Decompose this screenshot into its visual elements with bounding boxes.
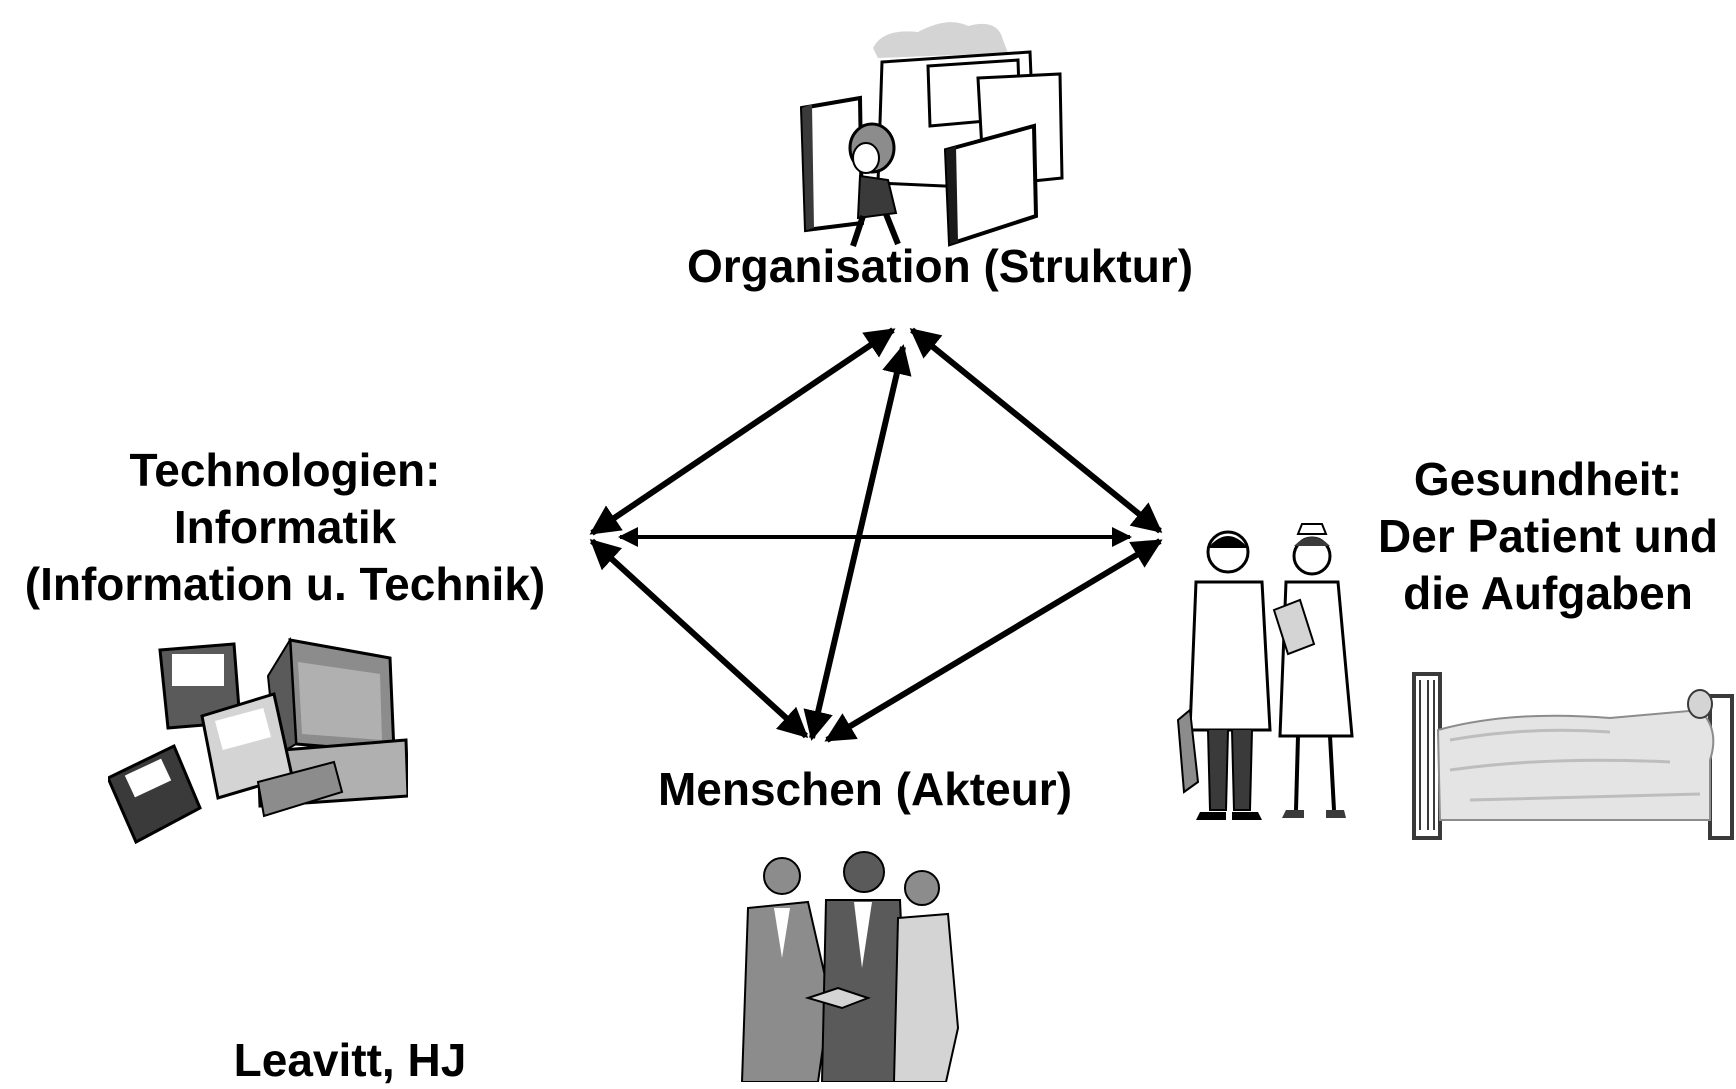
hospital-bed-icon <box>1412 672 1734 840</box>
citation-label: Leavitt, HJ <box>200 1032 500 1089</box>
arrow-tech-organisation <box>589 327 896 536</box>
node-technologien-label: Technologien: Informatik (Information u.… <box>0 442 570 613</box>
technologien-line-2: Informatik <box>173 501 397 553</box>
gesundheit-line-2: Der Patient und <box>1378 510 1718 562</box>
gesundheit-line-1: Gesundheit: <box>1413 453 1683 505</box>
node-gesundheit-label: Gesundheit: Der Patient und die Aufgaben <box>1360 451 1736 622</box>
node-menschen-label: Menschen (Akteur) <box>620 761 1110 818</box>
citation-text: Leavitt, HJ <box>233 1034 467 1086</box>
gesundheit-line-3: die Aufgaben <box>1403 567 1693 619</box>
organisation-text: Organisation (Struktur) <box>686 240 1194 292</box>
menschen-text: Menschen (Akteur) <box>657 763 1073 815</box>
arrow-tech-people <box>589 538 809 739</box>
people-handshake-icon <box>740 851 960 1082</box>
arrow-organisation-health <box>909 327 1163 534</box>
technologien-line-3: (Information u. Technik) <box>24 558 546 610</box>
office-maze-icon <box>799 22 1064 247</box>
computer-disks-icon <box>108 636 408 845</box>
node-organisation-label: Organisation (Struktur) <box>660 238 1220 295</box>
doctor-nurse-icon <box>1176 523 1354 820</box>
arrow-people-organisation <box>803 344 912 741</box>
technologien-line-1: Technologien: <box>129 444 441 496</box>
arrow-people-health <box>824 538 1163 743</box>
